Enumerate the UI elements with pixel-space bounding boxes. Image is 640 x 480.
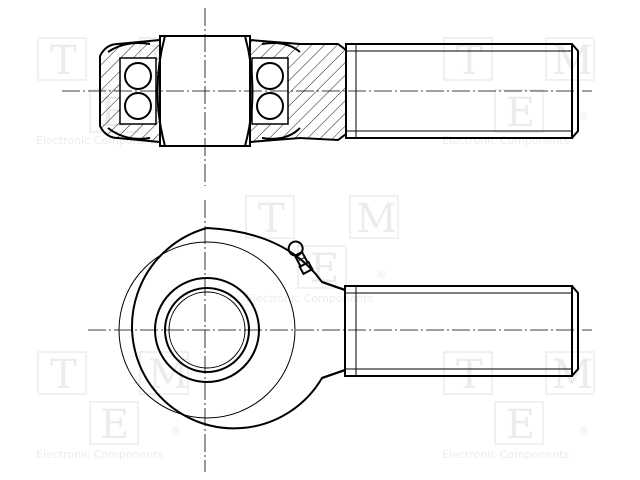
- watermark-letter-e: E: [310, 246, 339, 292]
- watermark-registered: ®: [578, 110, 589, 123]
- watermark-bottom-left: T M E Electronic Components ®: [36, 351, 189, 461]
- eye-housing-outline: [131, 226, 346, 430]
- watermark-caption: Electronic Components: [442, 134, 570, 147]
- threaded-shank: [344, 285, 573, 377]
- watermark-letter-t: T: [50, 352, 77, 398]
- shank-chamfer: [571, 285, 579, 377]
- watermark-letter-m: M: [356, 196, 397, 242]
- ball: [256, 92, 284, 120]
- watermark-center: T M E Electronic Components ®: [245, 195, 399, 305]
- watermark-caption: Electronic Components: [36, 448, 164, 461]
- neck-bottom: [321, 369, 346, 379]
- watermark-registered: ®: [170, 424, 181, 437]
- grease-nipple: [287, 240, 314, 276]
- watermark-caption: Electronic Components: [246, 292, 374, 305]
- top-section-view: [62, 8, 592, 186]
- ball: [256, 62, 284, 90]
- watermark-caption: Electronic Components: [442, 448, 570, 461]
- watermark-letter-e: E: [100, 402, 129, 448]
- seal-right-bottom: [261, 127, 301, 140]
- ball: [124, 92, 152, 120]
- watermark-letter-t: T: [456, 38, 483, 84]
- watermark-registered: ®: [376, 268, 387, 281]
- watermark-letter-t: T: [258, 196, 285, 242]
- watermark-letter-e: E: [506, 90, 535, 136]
- seal-left-bottom: [107, 127, 151, 140]
- bottom-elevation-view: [88, 200, 592, 472]
- watermark-registered: ®: [578, 424, 589, 437]
- watermark-letter-e: E: [506, 402, 535, 448]
- seal-right-top: [261, 42, 301, 53]
- seal-left-top: [107, 42, 151, 53]
- neck-top: [321, 281, 346, 291]
- watermark-letter-t: T: [50, 38, 77, 84]
- ball: [124, 62, 152, 90]
